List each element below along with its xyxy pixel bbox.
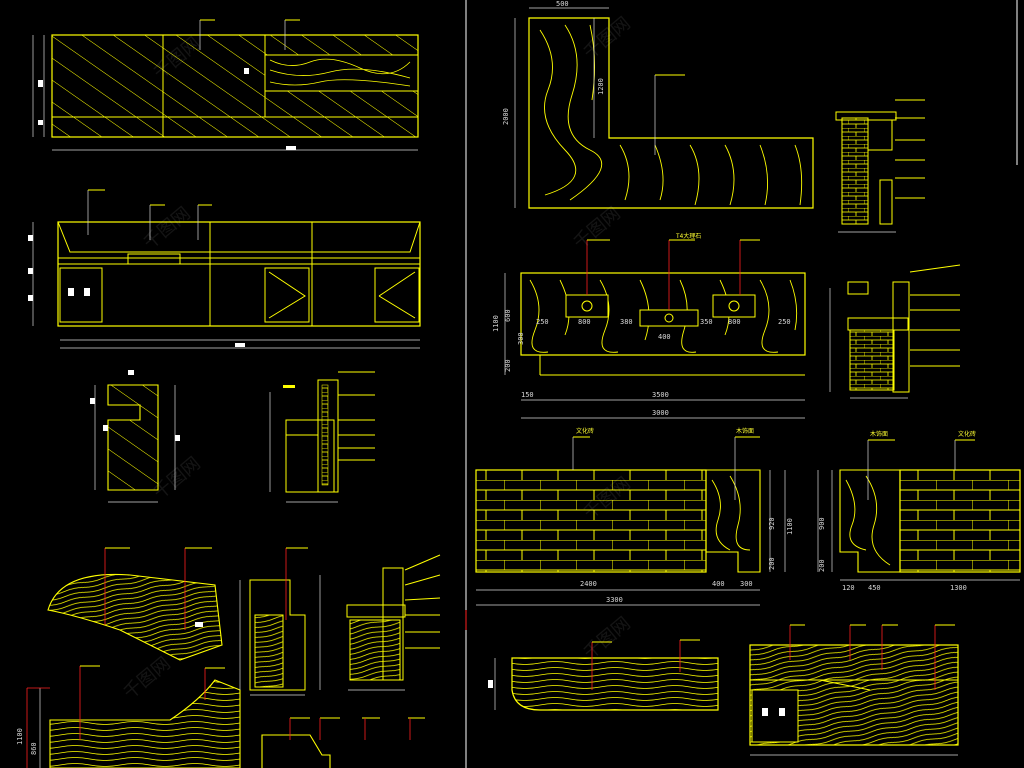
l-shaped-plan: 2000 1200 500: [502, 0, 814, 209]
brick-wall-elevation-left: 文化砖 木饰面 2400 400 300 3300 920 1100 200: [475, 427, 794, 606]
dim-bar-3000: 3000: [652, 409, 669, 417]
dim-bar-150: 150: [521, 391, 534, 399]
dim-bar-250a: 250: [536, 318, 549, 326]
section-left-side: [269, 371, 375, 503]
dim-wall-left-200: 200: [768, 557, 776, 570]
woodgrain-counter-plan: [488, 639, 719, 711]
dim-left-bottom-860: 860: [30, 742, 38, 755]
watermark-7: 千图网: [120, 653, 175, 704]
dim-bar-3500: 3500: [652, 391, 669, 399]
dim-wall-left-300: 300: [740, 580, 753, 588]
callout-bar-top: T4大理石: [676, 232, 701, 240]
side-section-right: [829, 264, 961, 399]
woodgrain-cabinet-elevation: [749, 624, 959, 756]
woodgrain-panel-section: [239, 547, 308, 696]
dim-bar-800-right: 800: [728, 318, 741, 326]
dim-wall-right-450: 450: [868, 584, 881, 592]
bar-counter-front: T4大理石 3500 3000 800 800 400 150 250 250 …: [492, 232, 806, 419]
watermark-4: 千图网: [570, 203, 625, 254]
dim-wall-left-400: 400: [712, 580, 725, 588]
dim-wall-right-200: 200: [818, 559, 826, 572]
dim-bar-350: 350: [700, 318, 713, 326]
dim-wall-right-900: 900: [818, 517, 826, 530]
dim-l-top: 500: [556, 0, 569, 8]
dim-bar-400: 400: [658, 333, 671, 341]
dim-l-height: 2000: [502, 108, 510, 125]
watermark-8: 千图网: [580, 613, 635, 664]
dim-wall-left-2400: 2400: [580, 580, 597, 588]
curved-counter-top: [47, 547, 223, 661]
dim-wall-right-120: 120: [842, 584, 855, 592]
dim-wall-left-920: 920: [768, 517, 776, 530]
callout-wall-right-tag: 文化砖: [958, 430, 976, 438]
callout-wall-left-tag: 木饰面: [736, 427, 754, 435]
dim-bar-300: 300: [517, 332, 525, 345]
dim-bar-380: 380: [620, 318, 633, 326]
brick-wall-elevation-right: 木饰面 文化砖 120 450 1300 900 200: [817, 430, 1021, 592]
counter-elevation: [28, 189, 421, 349]
dim-wall-left-1100: 1100: [786, 518, 794, 535]
top-left-plan: [32, 19, 419, 151]
callout-wall-right-note: 木饰面: [870, 430, 888, 438]
callout-wall-left-note: 文化砖: [576, 427, 594, 435]
small-elevation-bottom: [261, 717, 425, 768]
dim-wall-right-1300: 1300: [950, 584, 967, 592]
watermark-3: 千图网: [140, 203, 195, 254]
dim-bar-800-left: 800: [578, 318, 591, 326]
dim-l-inner: 1200: [597, 78, 605, 95]
dim-left-bottom-1100: 1100: [16, 728, 24, 745]
watermark-2: 千图网: [580, 13, 635, 64]
bar-side-section: [319, 554, 441, 691]
dim-bar-250b: 250: [778, 318, 791, 326]
dim-bar-200: 200: [504, 359, 512, 372]
section-left-small: [90, 370, 180, 503]
brick-column-section: [835, 99, 925, 233]
dim-bar-1100: 1100: [492, 315, 500, 332]
curved-counter-bottom: 1100 860: [16, 665, 241, 768]
dim-bar-600: 600: [504, 309, 512, 322]
dim-wall-left-total: 3300: [606, 596, 623, 604]
